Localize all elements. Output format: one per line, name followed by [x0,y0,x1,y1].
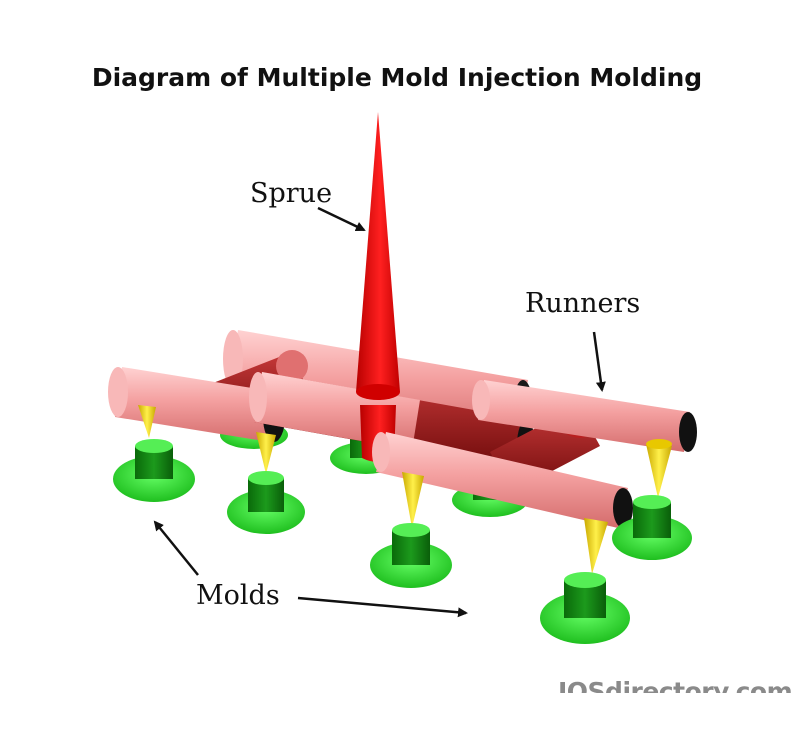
runner-front [372,432,633,528]
gate-left-2 [256,432,276,474]
arrow-molds-right [297,596,468,618]
watermark-crop [540,693,800,743]
label-sprue: Sprue [250,178,332,209]
arrow-molds-left [153,520,199,576]
gate-front-2 [584,518,608,574]
arrow-sprue [317,206,366,232]
mold-left-2 [227,471,305,534]
gate-left-1 [138,405,156,438]
mold-front-right [540,572,630,644]
mold-front-center [370,523,452,588]
gate-right [646,439,672,498]
label-molds: Molds [196,580,280,611]
diagram-title: Diagram of Multiple Mold Injection Moldi… [92,63,702,92]
label-runners: Runners [525,288,640,319]
mold-front-left [113,439,195,502]
sprue [356,112,400,462]
arrow-runners [592,331,606,392]
mold-right [612,495,692,560]
gate-front-1 [402,472,424,528]
runner-right [472,380,697,452]
